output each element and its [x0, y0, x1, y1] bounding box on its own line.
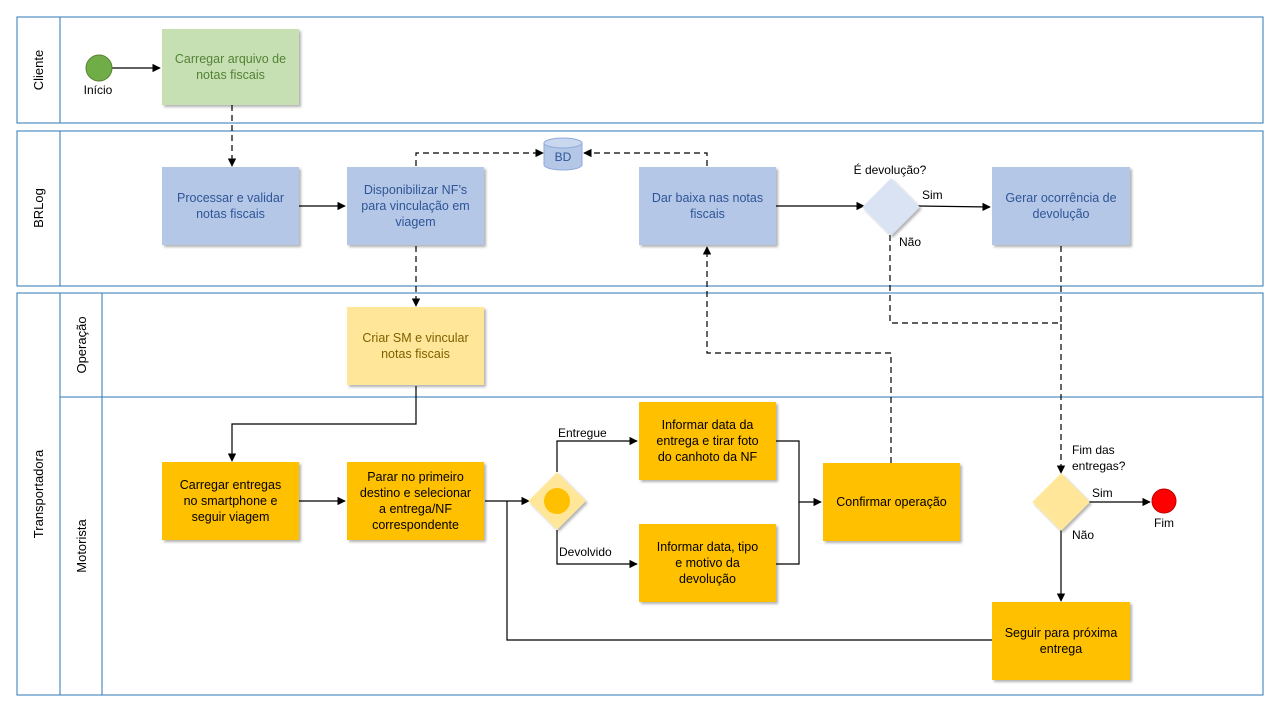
lane-label-operacao: Operação: [74, 316, 89, 373]
start-event-label: Início: [84, 83, 113, 97]
task-carregar-entregas-label-line3: seguir viagem: [192, 510, 270, 524]
task-dar-baixa-label-line1: Dar baixa nas notas: [652, 191, 763, 205]
msg-confirmar-to-darbaixa: [702, 246, 892, 463]
task-informar-entrega-label-line3: do canhoto da NF: [658, 450, 758, 464]
task-seguir-proxima[interactable]: Seguir para próxima entrega: [992, 602, 1130, 680]
gateway-inclusive-marker: [544, 488, 570, 514]
task-carregar-entregas-box: [162, 462, 299, 540]
end-event-label: Fim: [1154, 516, 1174, 530]
task-informar-entrega-box: [639, 402, 776, 480]
task-informar-entrega-label-line2: entrega e tirar foto: [656, 434, 758, 448]
lane-label-cliente: Cliente: [31, 50, 46, 90]
task-carregar-arquivo-label-line1: Carregar arquivo de: [175, 52, 286, 66]
task-criar-sm-label-line1: Criar SM e vincular: [362, 331, 468, 345]
flow-entrega-to-confirmar: [776, 440, 822, 507]
edge-label-nao-1: Não: [899, 235, 921, 249]
lane-label-motorista: Motorista: [74, 519, 89, 573]
task-criar-sm-label-line2: notas fiscais: [381, 347, 450, 361]
flow-gateway-entregue: [556, 436, 638, 472]
flow-devolucao-to-confirmar: [776, 502, 800, 565]
task-seguir-proxima-label-line1: Seguir para próxima: [1005, 626, 1118, 640]
task-processar-validar-label-line2: notas fiscais: [196, 207, 265, 221]
task-parar-primeiro-label-line4: correspondente: [372, 518, 459, 532]
task-disponibilizar-nfs-label-line1: Disponibilizar NF’s: [364, 183, 467, 197]
assoc-darbaixa-to-bd: [583, 148, 708, 166]
solid-connectors: [112, 63, 1151, 641]
task-gerar-ocorrencia-box: [992, 167, 1130, 245]
edge-label-entregue: Entregue: [558, 426, 607, 440]
start-event[interactable]: [85, 54, 113, 82]
task-carregar-arquivo-label-line2: notas fiscais: [196, 68, 265, 82]
task-confirmar-operacao-box: [823, 463, 960, 541]
dashed-connectors: [227, 105, 1066, 474]
task-gerar-ocorrencia-label-line2: devolução: [1033, 207, 1090, 221]
task-carregar-arquivo-box: [162, 29, 299, 105]
task-seguir-proxima-box: [992, 602, 1130, 680]
pool-label-transportadora: Transportadora: [31, 449, 46, 538]
task-parar-primeiro[interactable]: Parar no primeiro destino e selecionar a e…: [347, 462, 484, 540]
task-parar-primeiro-label-line1: Parar no primeiro: [367, 470, 464, 484]
task-carregar-arquivo[interactable]: Carregar arquivo de notas fiscais: [162, 29, 299, 105]
task-carregar-entregas-label-line2: no smartphone e: [184, 494, 278, 508]
task-processar-validar[interactable]: Processar e validar notas fiscais: [162, 167, 299, 245]
flow-seguir-loop: [506, 501, 992, 641]
end-event[interactable]: [1151, 488, 1177, 514]
datastore-label: BD: [555, 150, 572, 164]
task-informar-devolucao-label-line1: Informar data, tipo: [657, 540, 758, 554]
task-disponibilizar-nfs-box: [347, 167, 484, 245]
task-criar-sm[interactable]: Criar SM e vincular notas fiscais: [347, 307, 484, 385]
task-dar-baixa[interactable]: Dar baixa nas notas fiscais: [639, 167, 776, 245]
task-informar-entrega-label-line1: Informar data da: [662, 418, 754, 432]
task-dar-baixa-box: [639, 167, 776, 245]
msg-gateway-nao-to-fimentregas: [889, 235, 1066, 474]
task-disponibilizar-nfs[interactable]: Disponibilizar NF’s para vinculação em via…: [347, 167, 484, 245]
task-informar-devolucao-label-line3: devolução: [679, 572, 736, 586]
edge-label-nao-2: Não: [1072, 528, 1094, 542]
assoc-disponibilizar-to-bd: [415, 148, 544, 166]
task-informar-entrega[interactable]: Informar data da entrega e tirar foto do c…: [639, 402, 776, 480]
task-disponibilizar-nfs-label-line2: para vinculação em: [361, 199, 469, 213]
gateway-e-devolucao-label: É devolução?: [854, 162, 927, 177]
task-carregar-entregas-label-line1: Carregar entregas: [180, 478, 281, 492]
gateway-e-devolucao[interactable]: [862, 178, 920, 236]
task-processar-validar-box: [162, 167, 299, 245]
gateway-entregue-devolvido[interactable]: [528, 472, 586, 530]
datastore-bd[interactable]: BD: [543, 137, 583, 171]
task-gerar-ocorrencia[interactable]: Gerar ocorrência de devolução: [992, 167, 1130, 245]
task-confirmar-operacao[interactable]: Confirmar operação: [823, 463, 960, 541]
lane-label-brlog: BRLog: [31, 188, 46, 228]
flow-gateway-devolvido: [556, 530, 638, 569]
task-dar-baixa-label-line2: fiscais: [690, 207, 725, 221]
task-informar-devolucao-label-line2: e motivo da: [675, 556, 740, 570]
task-criar-sm-box: [347, 307, 484, 385]
task-parar-primeiro-box: [347, 462, 484, 540]
task-disponibilizar-nfs-label-line3: viagem: [395, 215, 435, 229]
task-parar-primeiro-label-line3: a entrega/NF: [379, 502, 452, 516]
edge-label-sim-2: Sim: [1092, 486, 1113, 500]
task-confirmar-operacao-label-line1: Confirmar operação: [836, 495, 947, 509]
edge-label-sim-1: Sim: [922, 188, 943, 202]
gateway-fim-entregas-label-line2: entregas?: [1072, 459, 1126, 473]
task-informar-devolucao-box: [639, 524, 776, 602]
task-processar-validar-label-line1: Processar e validar: [177, 191, 284, 205]
gateway-fim-entregas-label-line1: Fim das: [1072, 443, 1115, 457]
flow-gateway-sim: [917, 202, 991, 212]
task-gerar-ocorrencia-label-line1: Gerar ocorrência de: [1005, 191, 1116, 205]
flow-criarsm-to-carregarentregas: [227, 386, 417, 462]
edge-label-devolvido: Devolvido: [559, 545, 612, 559]
gateway-fim-entregas[interactable]: [1032, 473, 1090, 531]
task-informar-devolucao[interactable]: Informar data, tipo e motivo da devolução: [639, 524, 776, 602]
task-carregar-entregas[interactable]: Carregar entregas no smartphone e seguir v…: [162, 462, 299, 540]
task-parar-primeiro-label-line2: destino e selecionar: [360, 486, 471, 500]
task-seguir-proxima-label-line2: entrega: [1040, 642, 1082, 656]
